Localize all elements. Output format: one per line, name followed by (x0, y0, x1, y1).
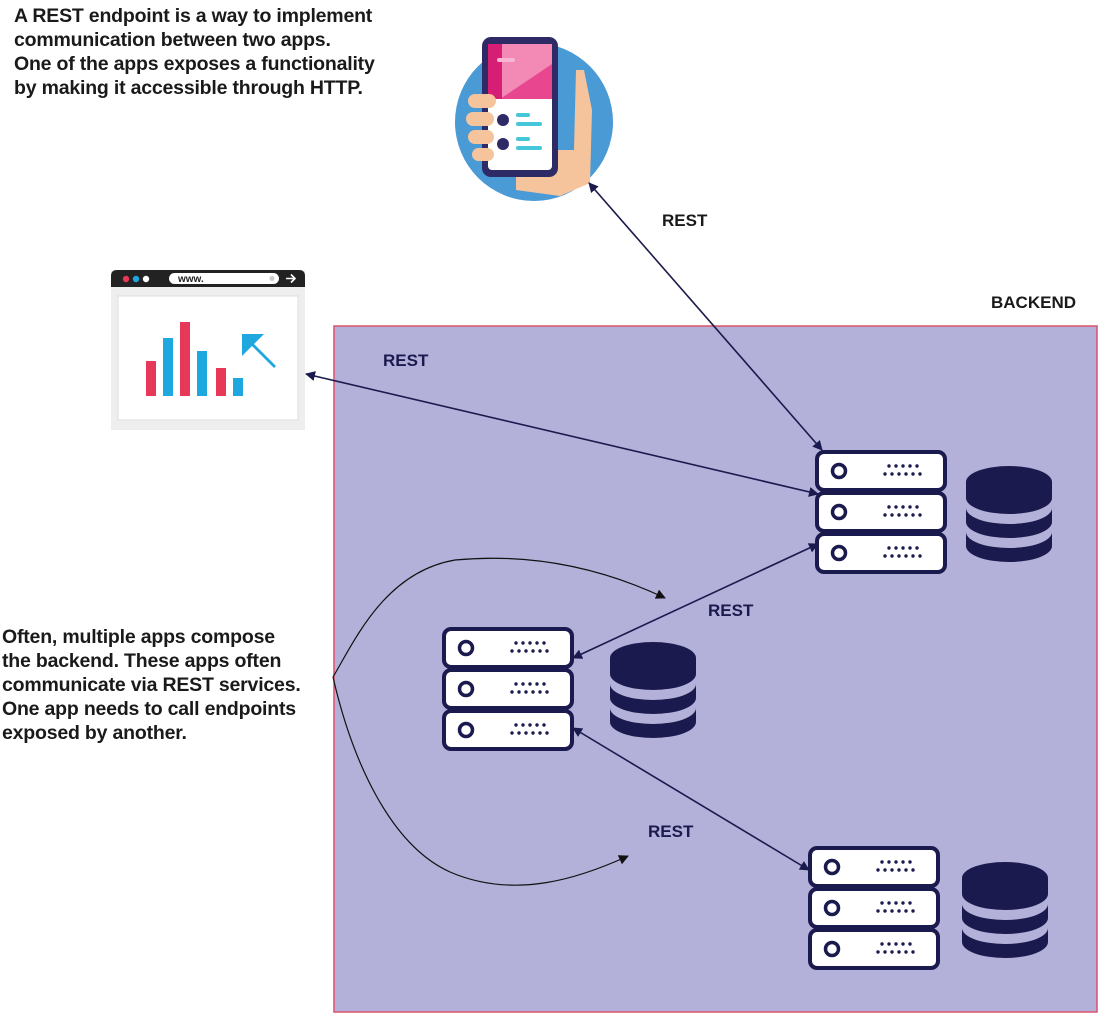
connection-line-bottom-servers (572, 727, 810, 871)
annotation-curve-up (332, 557, 666, 678)
note-line: exposed by another. (2, 722, 187, 744)
note-line: communication between two apps. (14, 29, 331, 51)
rest-label-bottom-servers: REST (648, 822, 694, 841)
note-line: Often, multiple apps compose (2, 626, 275, 648)
server-rack-icon-top (815, 450, 947, 574)
server-rack-icon-middle (442, 627, 574, 751)
browser-address-text: www. (177, 274, 204, 285)
hand-holding-phone-icon (455, 37, 613, 201)
rest-endpoint-note: A REST endpoint is a way to implement co… (14, 4, 375, 100)
note-line: A REST endpoint is a way to implement (14, 5, 373, 27)
note-line: by making it accessible through HTTP. (14, 77, 363, 99)
connection-line-browser (305, 371, 819, 497)
server-rack-icon-bottom (808, 846, 940, 970)
annotation-curve-down (332, 676, 629, 886)
rest-label-top-servers: REST (708, 601, 754, 620)
backend-label: BACKEND (991, 293, 1076, 312)
rest-label-browser: REST (383, 351, 429, 370)
note-line: communicate via REST services. (2, 674, 301, 696)
note-line: the backend. These apps often (2, 650, 282, 672)
browser-window-chart-icon: www. (111, 270, 305, 430)
rest-label-mobile: REST (662, 211, 708, 230)
note-line: One of the apps exposes a functionality (14, 53, 375, 75)
backend-apps-note: Often, multiple apps compose the backend… (2, 625, 301, 745)
connection-line-top-servers (572, 543, 819, 659)
note-line: One app needs to call endpoints (2, 698, 296, 720)
